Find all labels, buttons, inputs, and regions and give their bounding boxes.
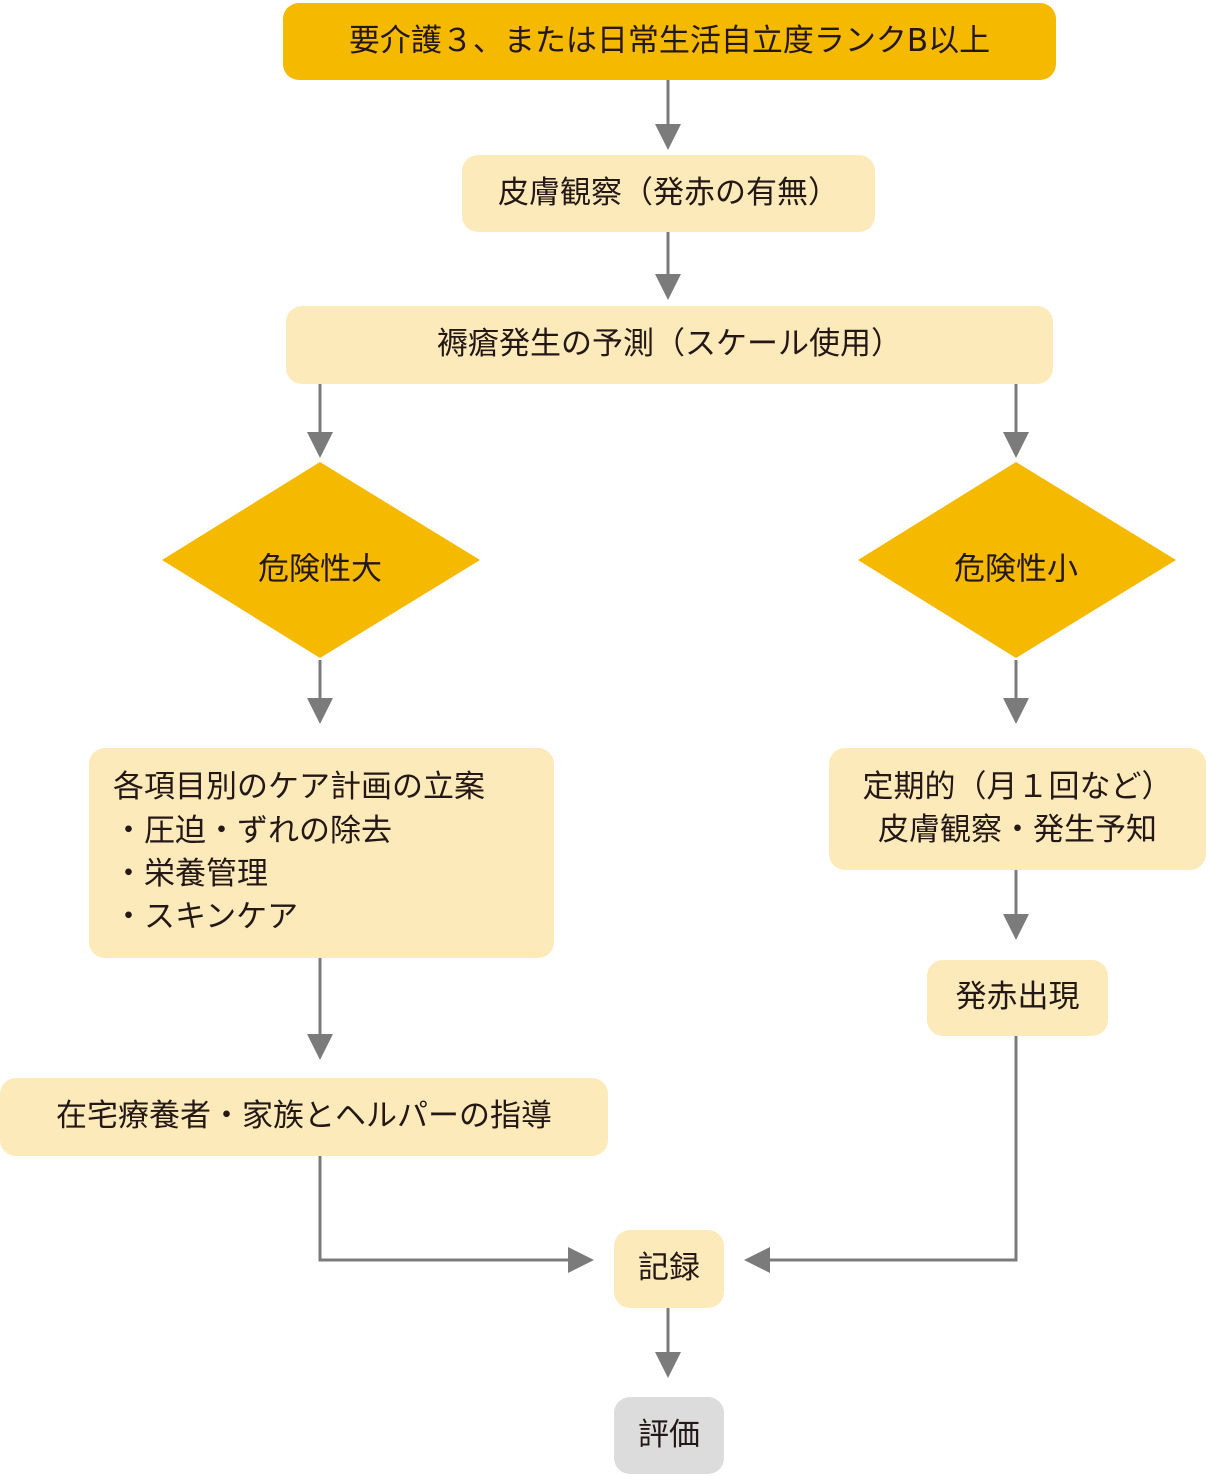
low-risk-label: 危険性小 bbox=[954, 551, 1078, 588]
arrowhead bbox=[307, 432, 333, 458]
arrow-redness-to-record bbox=[766, 1036, 1018, 1262]
skin-observation-node: 皮膚観察（発赤の有無） bbox=[462, 155, 875, 232]
arrowhead bbox=[568, 1247, 594, 1273]
record-node: 記録 bbox=[614, 1230, 724, 1308]
prediction-node: 褥瘡発生の予測（スケール使用） bbox=[286, 306, 1053, 384]
care-plan-title: 各項目別のケア計画の立案 bbox=[113, 769, 485, 806]
care-plan-item: ・圧迫・ずれの除去 bbox=[113, 812, 392, 849]
guidance-label: 在宅療養者・家族とヘルパーの指導 bbox=[56, 1098, 552, 1135]
evaluation-label: 評価 bbox=[638, 1416, 700, 1453]
arrowhead bbox=[307, 698, 333, 724]
arrowhead bbox=[1003, 914, 1029, 940]
arrowhead bbox=[655, 274, 681, 300]
start-node-label: 要介護３、または日常生活自立度ランクB以上 bbox=[348, 22, 991, 59]
periodic-node: 定期的（月１回など） 皮膚観察・発生予知 bbox=[829, 748, 1206, 870]
arrowhead bbox=[655, 124, 681, 150]
periodic-line-2: 皮膚観察・発生予知 bbox=[878, 812, 1157, 848]
care-plan-item: ・栄養管理 bbox=[113, 856, 268, 892]
arrowhead bbox=[307, 1034, 333, 1060]
skin-observation-label: 皮膚観察（発赤の有無） bbox=[498, 174, 839, 211]
arrowhead bbox=[1003, 432, 1029, 458]
high-risk-diamond bbox=[162, 462, 480, 658]
record-label: 記録 bbox=[638, 1250, 700, 1287]
high-risk-label: 危険性大 bbox=[258, 551, 382, 588]
low-risk-diamond bbox=[858, 462, 1176, 658]
redness-label: 発赤出現 bbox=[955, 979, 1080, 1016]
arrowhead bbox=[655, 1352, 681, 1378]
prediction-label: 褥瘡発生の予測（スケール使用） bbox=[437, 326, 902, 363]
periodic-line-1: 定期的（月１回など） bbox=[862, 768, 1173, 805]
arrow-guidance-to-record bbox=[318, 1156, 572, 1262]
arrowhead bbox=[1003, 698, 1029, 724]
arrowhead bbox=[744, 1247, 770, 1273]
start-node: 要介護３、または日常生活自立度ランクB以上 bbox=[283, 3, 1056, 80]
care-plan-item: ・スキンケア bbox=[113, 899, 299, 936]
guidance-node: 在宅療養者・家族とヘルパーの指導 bbox=[0, 1078, 608, 1156]
evaluation-node: 評価 bbox=[614, 1397, 724, 1474]
care-plan-node: 各項目別のケア計画の立案 ・圧迫・ずれの除去 ・栄養管理 ・スキンケア bbox=[89, 748, 554, 958]
redness-node: 発赤出現 bbox=[927, 960, 1108, 1036]
